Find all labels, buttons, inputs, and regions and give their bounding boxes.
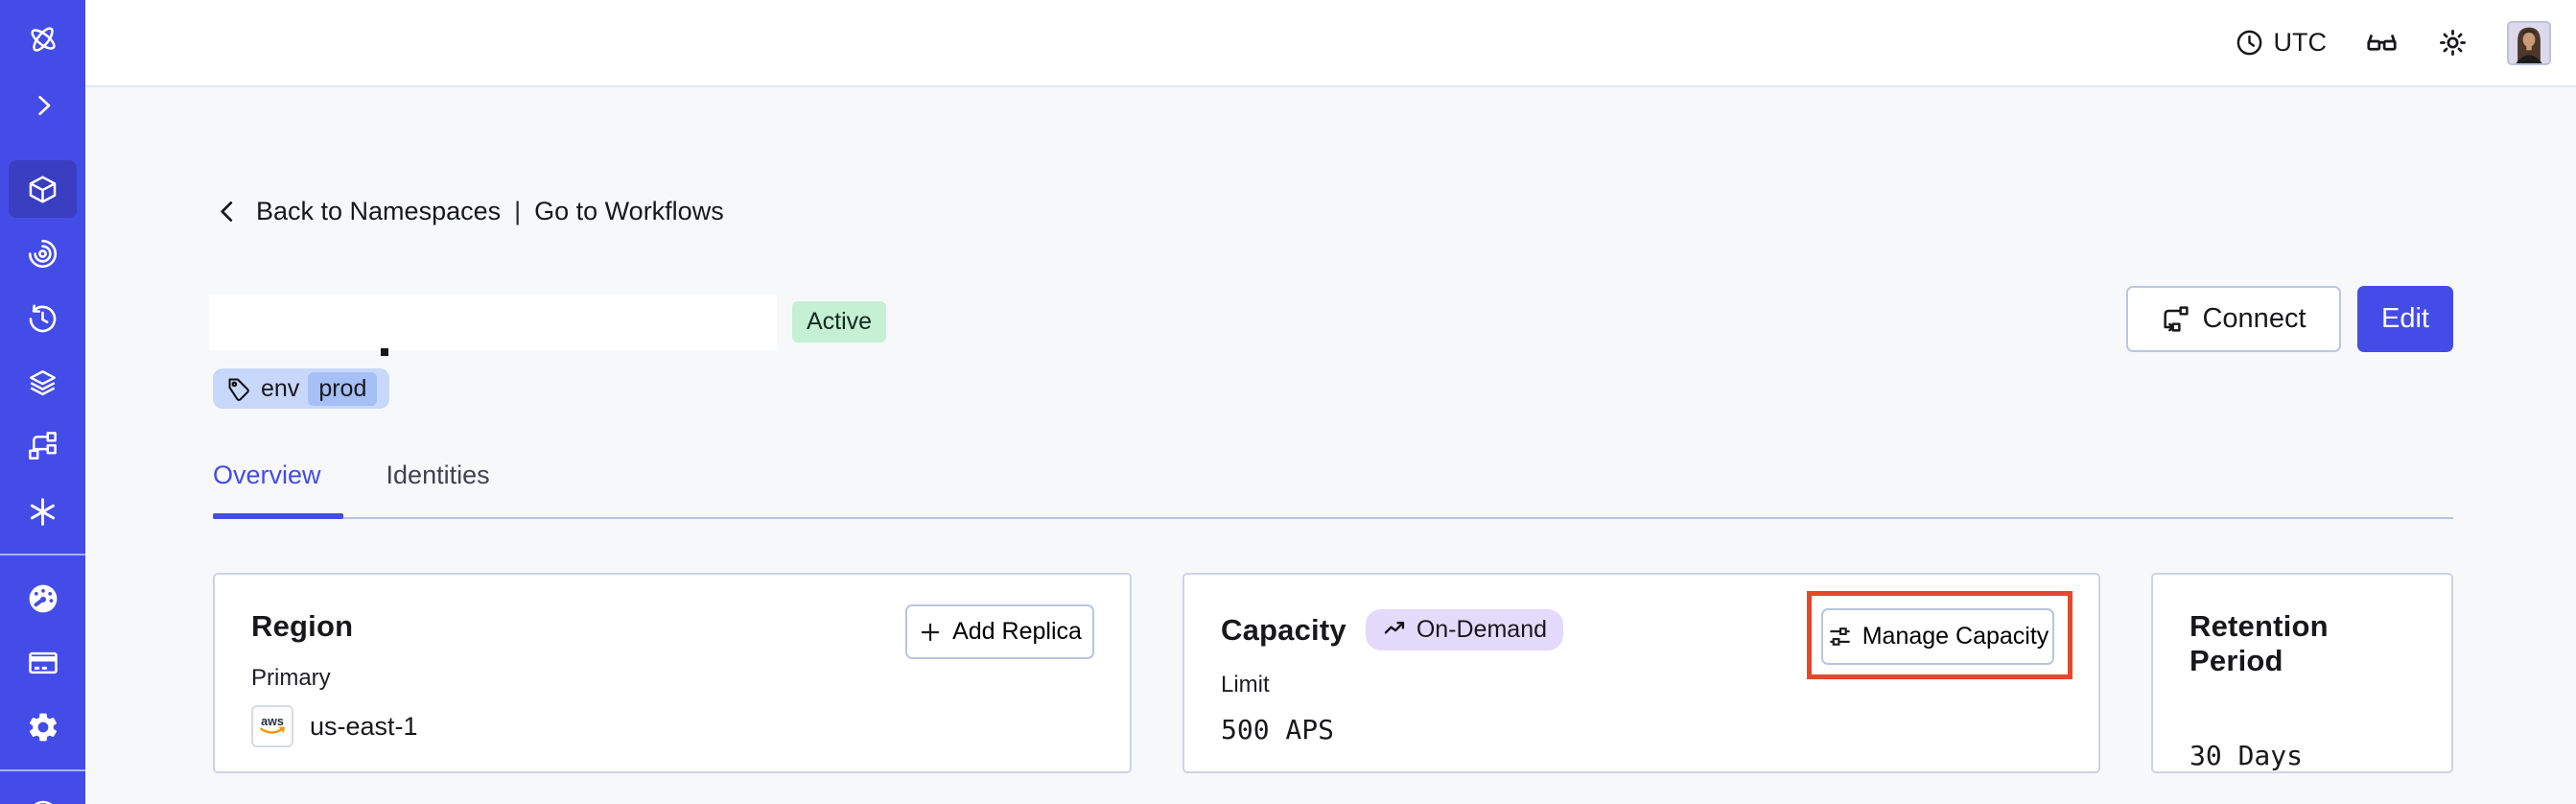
clock-icon bbox=[2235, 28, 2264, 58]
sidebar bbox=[0, 0, 85, 804]
sidebar-item-workflows[interactable] bbox=[0, 225, 85, 282]
namespace-tag[interactable]: env prod bbox=[213, 368, 390, 409]
region-value: us-east-1 bbox=[310, 711, 418, 741]
breadcrumb-workflows-link[interactable]: Go to Workflows bbox=[534, 197, 724, 225]
retention-card-title: Retention Period bbox=[2190, 609, 2329, 677]
sidebar-item-deployments[interactable] bbox=[0, 416, 85, 474]
timezone-label: UTC bbox=[2273, 28, 2328, 57]
edit-button-label: Edit bbox=[2381, 303, 2429, 334]
asterisk-icon bbox=[26, 495, 59, 529]
topbar: UTC bbox=[85, 0, 2576, 87]
breadcrumb-back-link[interactable]: Back to Namespaces bbox=[256, 197, 502, 225]
sun-icon bbox=[2437, 27, 2469, 59]
plus-icon bbox=[918, 620, 943, 645]
region-card: Region Add Replica Primary aws us-east-1 bbox=[213, 573, 1132, 773]
circle-icon bbox=[26, 785, 60, 804]
theme-toggle[interactable] bbox=[2437, 27, 2469, 59]
sidebar-item-schedules[interactable] bbox=[0, 290, 85, 347]
namespace-title-redacted bbox=[209, 296, 777, 350]
sidebar-item-usage[interactable] bbox=[0, 570, 85, 627]
connect-button[interactable]: Connect bbox=[2126, 286, 2341, 352]
sidebar-item-namespaces[interactable] bbox=[0, 160, 85, 218]
primary-label: Primary bbox=[251, 665, 331, 691]
labs-toggle[interactable] bbox=[2365, 26, 2399, 59]
manage-capacity-button[interactable]: Manage Capacity bbox=[1821, 608, 2054, 665]
sliders-icon bbox=[1827, 624, 1853, 650]
user-avatar[interactable] bbox=[2507, 20, 2551, 65]
status-badge: Active bbox=[792, 301, 887, 343]
breadcrumb: Back to Namespaces | Go to Workflows bbox=[213, 197, 724, 226]
sidebar-expand-button[interactable] bbox=[0, 77, 85, 134]
tag-value-chip: prod bbox=[308, 371, 378, 406]
edit-button[interactable]: Edit bbox=[2357, 286, 2453, 352]
sidebar-item-nexus[interactable] bbox=[0, 483, 85, 540]
temporal-logo-icon bbox=[26, 22, 60, 57]
chevron-right-icon bbox=[28, 90, 59, 121]
trending-up-icon bbox=[1382, 617, 1408, 643]
chevron-left-icon[interactable] bbox=[213, 197, 243, 226]
gauge-icon bbox=[26, 581, 60, 616]
layers-icon bbox=[26, 367, 59, 400]
sidebar-item-home[interactable] bbox=[0, 11, 85, 68]
capacity-limit-value: 500 APS bbox=[1221, 714, 1335, 745]
tab-overview[interactable]: Overview bbox=[213, 461, 321, 489]
add-replica-button[interactable]: Add Replica bbox=[905, 604, 1094, 659]
tab-bar: Overview Identities bbox=[213, 461, 490, 513]
retention-value: 30 Days bbox=[2190, 740, 2304, 771]
sidebar-item-settings[interactable] bbox=[0, 698, 85, 756]
add-replica-label: Add Replica bbox=[952, 618, 1082, 645]
retention-card: Retention Period 30 Days bbox=[2151, 573, 2453, 773]
namespace-title-fragment bbox=[381, 348, 388, 356]
on-demand-badge: On-Demand bbox=[1365, 609, 1563, 650]
svg-text:aws: aws bbox=[261, 715, 284, 728]
clock-arrow-icon bbox=[26, 302, 59, 336]
glasses-icon bbox=[2365, 26, 2399, 59]
cube-icon bbox=[26, 173, 59, 206]
gear-icon bbox=[26, 710, 60, 745]
sidebar-divider bbox=[0, 554, 85, 556]
branch-icon bbox=[26, 429, 59, 462]
manage-capacity-label: Manage Capacity bbox=[1862, 623, 2049, 650]
sidebar-item-support[interactable] bbox=[0, 773, 85, 804]
breadcrumb-separator: | bbox=[514, 197, 522, 225]
active-tab-underline bbox=[213, 513, 343, 519]
tag-icon bbox=[225, 375, 252, 402]
sidebar-item-billing[interactable] bbox=[0, 634, 85, 692]
connect-flow-icon bbox=[2161, 304, 2190, 334]
timezone-selector[interactable]: UTC bbox=[2235, 28, 2328, 58]
credit-card-icon bbox=[26, 646, 60, 680]
on-demand-label: On-Demand bbox=[1416, 616, 1547, 643]
spiral-icon bbox=[26, 237, 59, 271]
sidebar-divider bbox=[0, 769, 85, 771]
tab-identities[interactable]: Identities bbox=[386, 461, 490, 489]
tag-key: env bbox=[261, 374, 300, 402]
capacity-card: Capacity On-Demand bbox=[1183, 573, 2100, 773]
sidebar-item-batch-operations[interactable] bbox=[0, 354, 85, 412]
aws-logo: aws bbox=[251, 705, 293, 747]
limit-label: Limit bbox=[1221, 672, 1270, 698]
region-card-title: Region bbox=[251, 609, 354, 643]
capacity-card-title: Capacity bbox=[1221, 612, 1347, 647]
tab-separator-line bbox=[213, 517, 2453, 519]
connect-button-label: Connect bbox=[2202, 303, 2307, 334]
